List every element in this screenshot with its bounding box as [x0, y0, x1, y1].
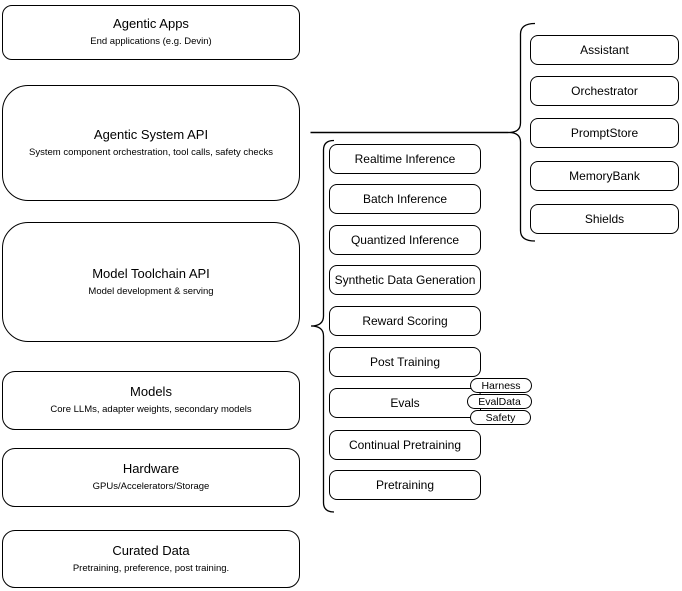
node-label: Evals [390, 396, 420, 410]
node-title: Agentic Apps [113, 16, 189, 32]
tag-label: Safety [485, 411, 516, 424]
node-title: Model Toolchain API [92, 265, 210, 281]
node-quantized-inference: Quantized Inference [329, 225, 481, 255]
node-models: Models Core LLMs, adapter weights, secon… [2, 371, 300, 430]
node-title: Curated Data [112, 542, 190, 558]
node-realtime-inference: Realtime Inference [329, 144, 481, 174]
node-label: MemoryBank [569, 169, 640, 183]
node-agentic-system-api: Agentic System API System component orch… [2, 85, 300, 201]
node-subtitle: System component orchestration, tool cal… [29, 146, 273, 158]
node-title: Hardware [122, 461, 180, 477]
node-hardware: Hardware GPUs/Accelerators/Storage [2, 448, 300, 507]
node-curated-data: Curated Data Pretraining, preference, po… [2, 530, 300, 588]
node-label: Orchestrator [571, 84, 638, 98]
node-post-training: Post Training [329, 347, 481, 377]
node-subtitle: Pretraining, preference, post training. [72, 562, 230, 574]
tag-harness: Harness [470, 378, 532, 393]
node-label: PromptStore [570, 126, 639, 140]
node-shields: Shields [530, 204, 679, 234]
node-assistant: Assistant [530, 35, 679, 65]
node-model-toolchain-api: Model Toolchain API Model development & … [2, 222, 300, 342]
node-label: Assistant [580, 43, 629, 57]
node-reward-scoring: Reward Scoring [329, 306, 481, 336]
tag-evaldata: EvalData [467, 394, 532, 409]
node-evals: Evals [329, 388, 481, 418]
tag-label: EvalData [478, 395, 521, 408]
node-label: Pretraining [375, 478, 435, 492]
tag-safety: Safety [470, 410, 531, 425]
tag-label: Harness [481, 379, 521, 392]
node-batch-inference: Batch Inference [329, 184, 481, 214]
node-continual-pretraining: Continual Pretraining [329, 430, 481, 460]
node-promptstore: PromptStore [530, 118, 679, 148]
node-subtitle: Core LLMs, adapter weights, secondary mo… [50, 404, 252, 416]
node-label: Synthetic Data Generation [334, 273, 476, 287]
node-subtitle: End applications (e.g. Devin) [90, 36, 212, 48]
node-label: Reward Scoring [362, 314, 448, 328]
node-orchestrator: Orchestrator [530, 76, 679, 106]
node-memorybank: MemoryBank [530, 161, 679, 191]
node-title: Agentic System API [93, 126, 209, 142]
node-subtitle: Model development & serving [88, 285, 214, 297]
node-label: Continual Pretraining [348, 438, 462, 452]
node-label: Quantized Inference [350, 233, 460, 247]
node-agentic-apps: Agentic Apps End applications (e.g. Devi… [2, 5, 300, 60]
node-synthetic-data-generation: Synthetic Data Generation [329, 265, 481, 295]
node-label: Realtime Inference [354, 152, 456, 166]
node-label: Shields [584, 212, 625, 226]
node-title: Models [130, 384, 172, 400]
node-pretraining: Pretraining [329, 470, 481, 500]
node-label: Batch Inference [362, 192, 448, 206]
node-label: Post Training [369, 355, 441, 369]
node-subtitle: GPUs/Accelerators/Storage [92, 481, 210, 493]
